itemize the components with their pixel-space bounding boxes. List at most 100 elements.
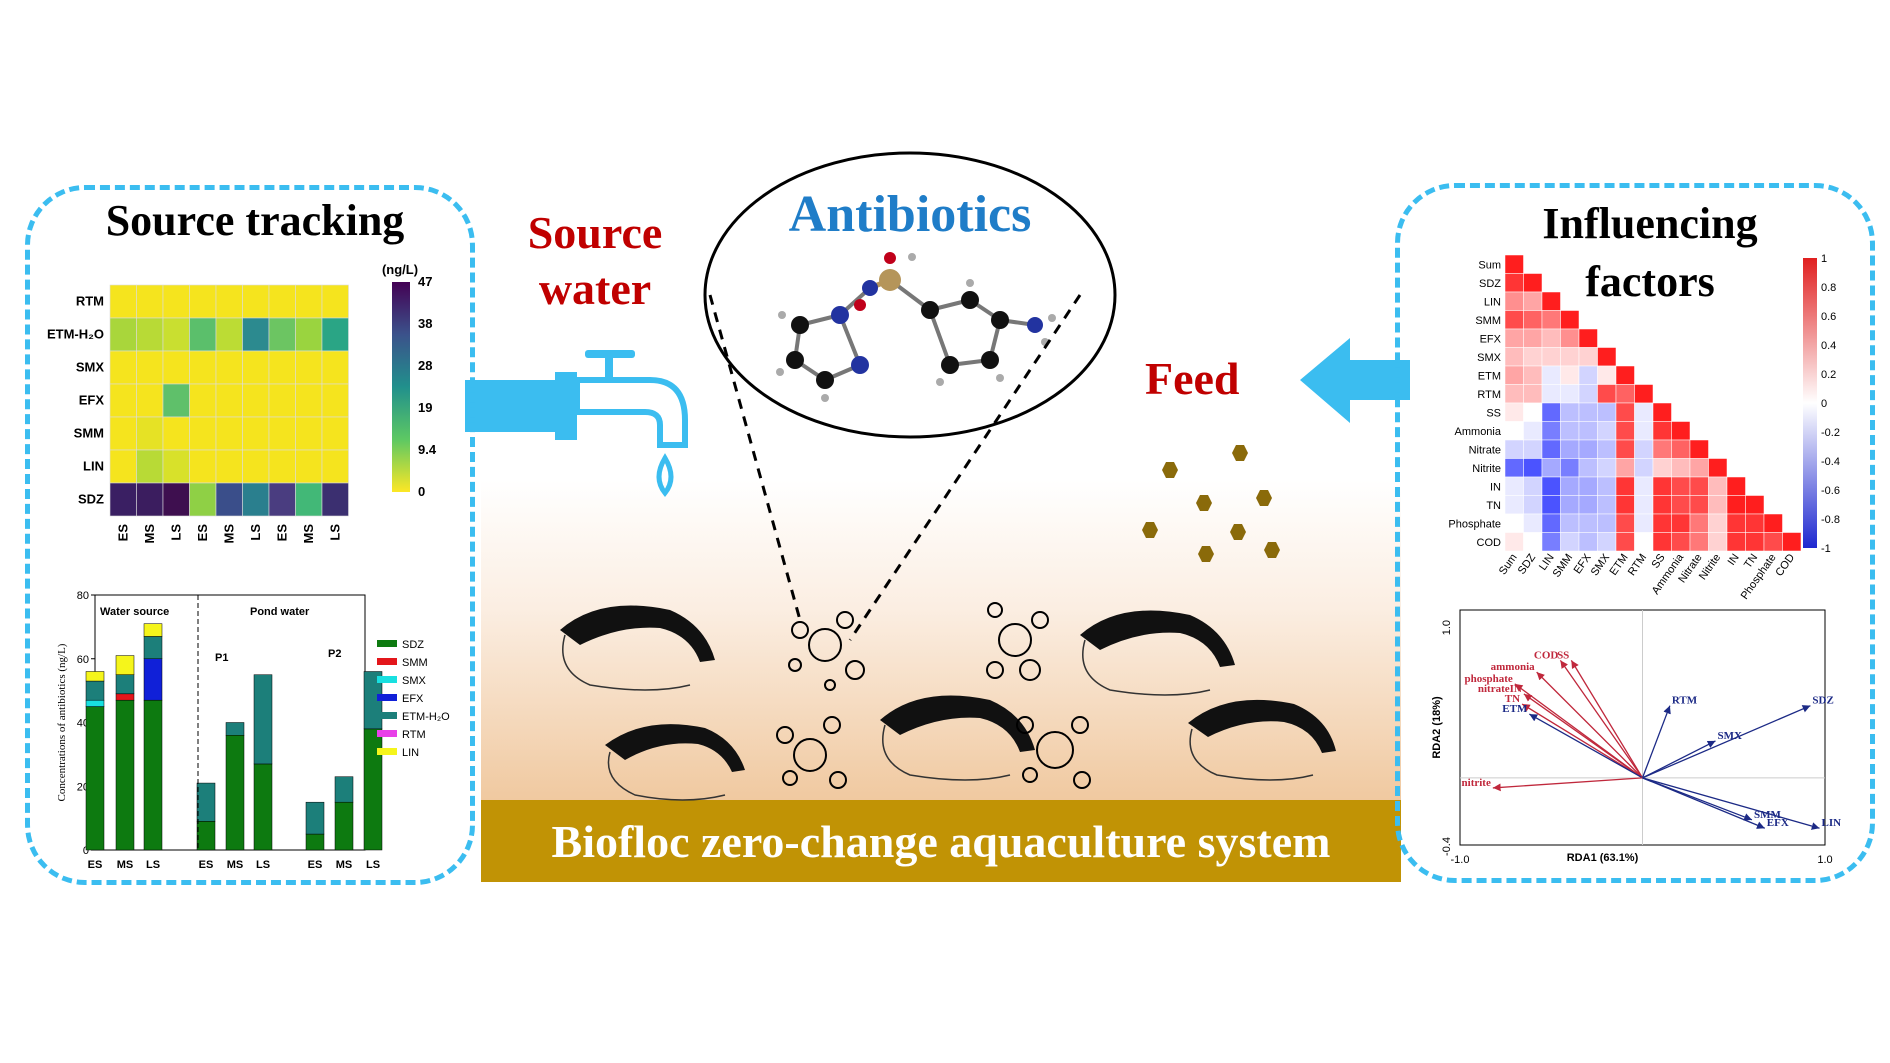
heatmap-cell xyxy=(242,449,270,484)
source-water-label: Source water xyxy=(520,205,670,317)
influencing-factors-panel xyxy=(1395,183,1875,883)
group-label: Pond water xyxy=(250,606,310,618)
corr-cell xyxy=(1671,532,1691,552)
corr-row-label: SMX xyxy=(1477,352,1502,364)
heatmap-cell xyxy=(321,383,349,418)
heatmap-cell xyxy=(215,284,243,319)
corr-cell xyxy=(1597,347,1617,367)
corr-row-label: TN xyxy=(1486,500,1501,512)
corr-cell xyxy=(1560,495,1580,515)
corr-cell xyxy=(1615,476,1635,496)
corr-row-label: EFX xyxy=(1480,333,1502,345)
corr-cell xyxy=(1615,402,1635,422)
heatmap-cell xyxy=(215,482,243,517)
y-axis-label: Concentrations of antibiotics (ng/L) xyxy=(56,643,68,801)
corr-cell xyxy=(1745,532,1765,552)
x-tick-label: LS xyxy=(366,859,380,871)
heatmap-col-label: ES xyxy=(195,524,210,542)
corr-row-label: Nitrite xyxy=(1472,463,1501,475)
corr-cell xyxy=(1578,513,1598,533)
x-tick-label: ES xyxy=(199,859,214,871)
heatmap-cell xyxy=(295,416,323,451)
heatmap-col-label: ES xyxy=(274,524,289,542)
corr-row-label: Sum xyxy=(1478,259,1501,271)
corr-cell xyxy=(1671,476,1691,496)
corr-cell xyxy=(1615,365,1635,385)
bar-segment xyxy=(143,658,163,701)
bar-segment xyxy=(253,763,273,851)
heatmap-cell xyxy=(268,350,296,385)
corr-colorbar-tick: 0 xyxy=(1821,398,1827,410)
corr-col-label: SDZ xyxy=(1516,552,1539,577)
heatmap-cell xyxy=(268,416,296,451)
corr-colorbar xyxy=(1803,258,1817,548)
corr-cell xyxy=(1578,365,1598,385)
colorbar-tick: 19 xyxy=(418,400,432,415)
heatmap-row-label: SMX xyxy=(76,360,105,375)
heatmap-cell xyxy=(321,350,349,385)
bar-segment xyxy=(196,821,216,851)
colorbar-tick: 38 xyxy=(418,316,432,331)
corr-cell xyxy=(1504,495,1524,515)
corr-cell xyxy=(1615,532,1635,552)
heatmap-cell xyxy=(268,284,296,319)
rda-xtick: 1.0 xyxy=(1817,854,1832,866)
y-tick-label: 60 xyxy=(77,654,89,666)
rda-xlabel: RDA1 (63.1%) xyxy=(1567,852,1639,864)
corr-cell xyxy=(1523,365,1543,385)
heatmap-row-label: SMM xyxy=(74,426,104,441)
rda-vector-label: ammonia xyxy=(1491,661,1536,673)
rda-vector-label: EFX xyxy=(1767,817,1789,829)
corr-cell xyxy=(1541,439,1561,459)
rda-vector xyxy=(1642,777,1820,830)
corr-cell xyxy=(1578,439,1598,459)
bar-segment xyxy=(305,801,325,835)
shrimp-icon xyxy=(1080,610,1235,696)
corr-cell xyxy=(1671,513,1691,533)
heatmap-cell xyxy=(189,317,217,352)
corr-cell xyxy=(1560,328,1580,348)
corr-cell xyxy=(1597,402,1617,422)
corr-row-label: SMM xyxy=(1475,315,1501,327)
corr-cell xyxy=(1523,532,1543,552)
bar-segment xyxy=(143,623,163,637)
corr-cell xyxy=(1634,476,1654,496)
corr-cell xyxy=(1560,513,1580,533)
colorbar-tick: 47 xyxy=(418,274,432,289)
heatmap-cell xyxy=(162,482,190,517)
corr-cell xyxy=(1541,328,1561,348)
heatmap-col-label: MS xyxy=(301,524,316,544)
legend-label: SDZ xyxy=(402,639,424,651)
rda-vector xyxy=(1570,660,1644,779)
corr-cell xyxy=(1578,458,1598,478)
heatmap-col-label: LS xyxy=(168,524,183,541)
influencing-line-2: factors xyxy=(1585,257,1715,306)
corr-cell xyxy=(1504,347,1524,367)
colorbar xyxy=(392,282,410,492)
corr-cell xyxy=(1689,458,1709,478)
heatmap-col-label: LS xyxy=(248,524,263,541)
heatmap-cell xyxy=(242,482,270,517)
rda-ytick: 1.0 xyxy=(1441,620,1453,635)
heatmap-cell xyxy=(268,317,296,352)
corr-cell xyxy=(1578,421,1598,441)
rda-ylabel: RDA2 (18%) xyxy=(1431,696,1443,759)
corr-cell xyxy=(1523,273,1543,293)
source-tracking-title: Source tracking xyxy=(105,196,405,245)
corr-colorbar-tick: -0.8 xyxy=(1821,514,1840,526)
corr-cell xyxy=(1615,439,1635,459)
corr-cell xyxy=(1504,328,1524,348)
corr-cell xyxy=(1763,513,1783,533)
heatmap-cell xyxy=(215,416,243,451)
corr-cell xyxy=(1726,476,1746,496)
heatmap-cell xyxy=(109,482,137,517)
heatmap-cell xyxy=(136,449,164,484)
corr-colorbar-tick: 0.6 xyxy=(1821,311,1836,323)
corr-cell xyxy=(1523,291,1543,311)
corr-cell xyxy=(1504,532,1524,552)
heatmap-cell xyxy=(295,350,323,385)
rda-vector-label: SS xyxy=(1557,649,1569,661)
bar-segment xyxy=(115,699,135,851)
corr-cell xyxy=(1597,384,1617,404)
